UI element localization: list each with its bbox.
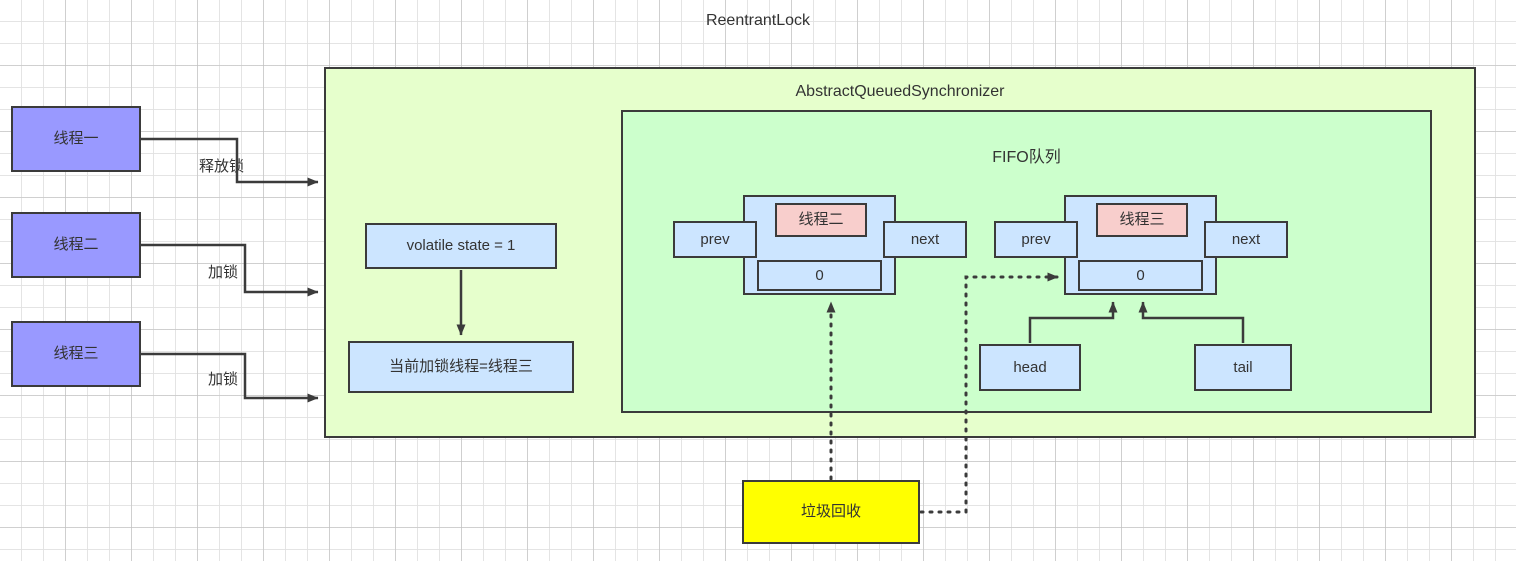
connector-thread2 bbox=[141, 243, 319, 297]
queue-node-1-thread-label: 线程二 bbox=[798, 211, 844, 228]
queue-node-2-next: next bbox=[1204, 221, 1288, 258]
volatile-state-label: volatile state = 1 bbox=[406, 237, 516, 254]
aqs-title: AbstractQueuedSynchronizer bbox=[795, 83, 1005, 100]
connector-tail-to-node2 bbox=[1138, 301, 1245, 343]
garbage-collection-box: 垃圾回收 bbox=[742, 480, 920, 544]
thread-box-2-label: 线程二 bbox=[53, 236, 99, 253]
thread-box-3-label: 线程三 bbox=[53, 345, 99, 362]
tail-pointer-box: tail bbox=[1194, 344, 1292, 391]
queue-node-2-waitstatus-label: 0 bbox=[1136, 266, 1145, 284]
queue-node-1-prev-label: prev bbox=[700, 230, 730, 248]
tail-pointer-label: tail bbox=[1233, 358, 1253, 376]
current-owner-box: 当前加锁线程=线程三 bbox=[348, 341, 574, 393]
garbage-collection-label: 垃圾回收 bbox=[800, 503, 861, 520]
queue-node-1-thread: 线程二 bbox=[775, 203, 867, 237]
head-pointer-label: head bbox=[1013, 358, 1047, 376]
volatile-state-box: volatile state = 1 bbox=[365, 223, 557, 269]
queue-node-2-prev-label: prev bbox=[1021, 230, 1051, 248]
connector-thread1 bbox=[141, 137, 319, 187]
connector-label-2: 加锁 bbox=[208, 264, 239, 281]
thread-box-1[interactable]: 线程一 bbox=[11, 106, 141, 172]
queue-node-1-waitstatus-label: 0 bbox=[815, 266, 824, 284]
connector-gc-to-node2 bbox=[919, 272, 1060, 514]
connector-label-3: 加锁 bbox=[208, 371, 239, 388]
queue-node-1-next: next bbox=[883, 221, 967, 258]
diagram-title: ReentrantLock bbox=[705, 12, 811, 29]
connector-label-1: 释放锁 bbox=[199, 158, 245, 175]
queue-node-1-next-label: next bbox=[910, 230, 940, 248]
connector-head-to-node2 bbox=[1028, 301, 1118, 343]
queue-node-1-waitstatus: 0 bbox=[757, 260, 882, 291]
head-pointer-box: head bbox=[979, 344, 1081, 391]
queue-node-2-thread: 线程三 bbox=[1096, 203, 1188, 237]
thread-box-1-label: 线程一 bbox=[53, 130, 99, 147]
fifo-queue-title: FIFO队列 bbox=[992, 149, 1061, 166]
connector-thread3 bbox=[141, 352, 319, 403]
queue-node-2-waitstatus: 0 bbox=[1078, 260, 1203, 291]
queue-node-1-prev: prev bbox=[673, 221, 757, 258]
thread-box-3[interactable]: 线程三 bbox=[11, 321, 141, 387]
current-owner-label: 当前加锁线程=线程三 bbox=[389, 358, 533, 375]
queue-node-2-thread-label: 线程三 bbox=[1119, 211, 1165, 228]
queue-node-2-next-label: next bbox=[1231, 230, 1261, 248]
queue-node-2-prev: prev bbox=[994, 221, 1078, 258]
thread-box-2[interactable]: 线程二 bbox=[11, 212, 141, 278]
